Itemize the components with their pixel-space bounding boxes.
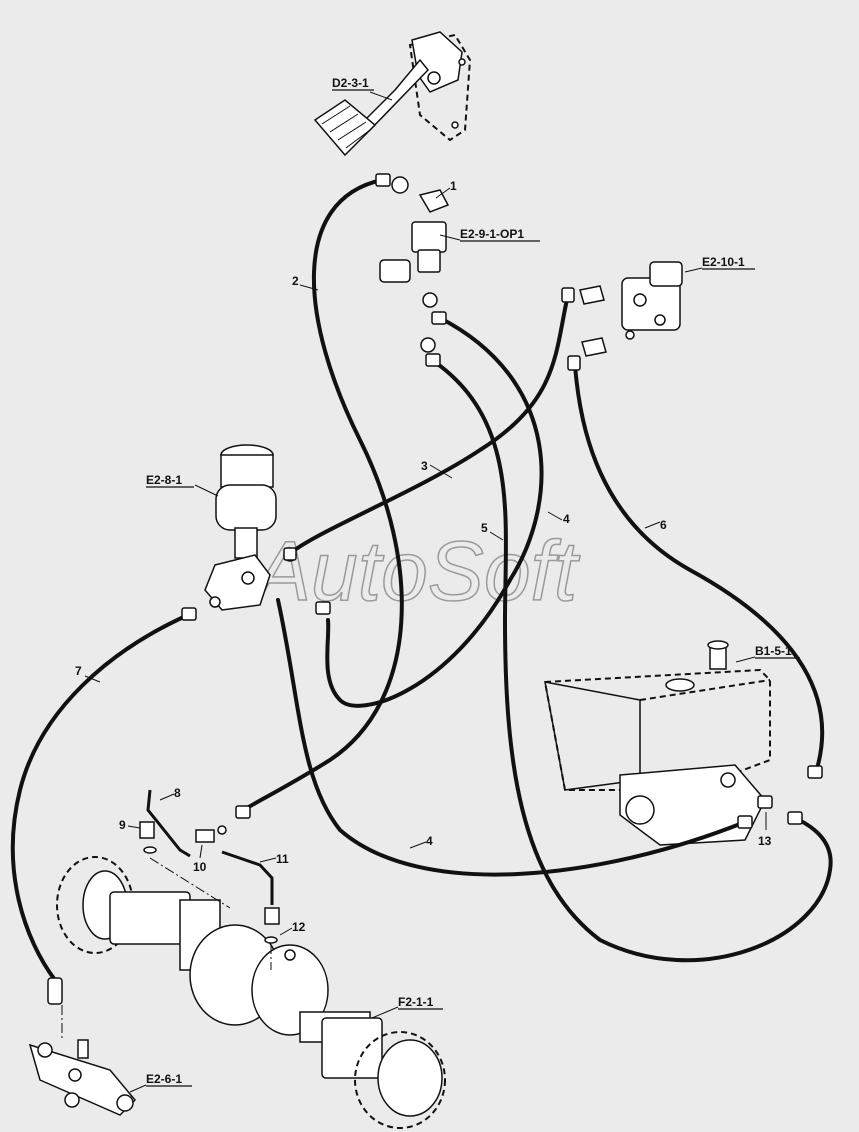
callout-9: 9 (119, 818, 126, 832)
hose-fittings (47, 173, 823, 1005)
label-pedal: D2-3-1 (332, 76, 369, 90)
callout-13: 13 (758, 834, 772, 848)
callout-6: 6 (660, 518, 667, 532)
label-manifold: E2-6-1 (146, 1072, 182, 1086)
callout-10: 10 (193, 860, 207, 874)
callout-2: 2 (292, 274, 299, 288)
brake-pedal-assembly (313, 31, 472, 157)
hydraulic-tank (543, 640, 771, 846)
label-valve-op1: E2-9-1-OP1 (460, 227, 524, 241)
callout-5: 5 (481, 521, 488, 535)
callout-7: 7 (75, 664, 82, 678)
manifold-block (28, 1039, 137, 1116)
callout-11: 11 (276, 852, 289, 866)
label-tank: B1-5-1 (755, 644, 792, 658)
callout-3: 3 (421, 459, 428, 473)
watermark-text: AutoSoft (250, 524, 581, 618)
label-reservoir-valve: E2-8-1 (146, 473, 182, 487)
callout-1: 1 (450, 179, 457, 193)
callout-4b: 4 (426, 834, 433, 848)
label-axle: F2-1-1 (398, 995, 434, 1009)
callout-4a: 4 (563, 512, 570, 526)
drive-axle-assembly (56, 856, 446, 1129)
label-pump: E2-10-1 (702, 255, 745, 269)
fittings-group (139, 789, 280, 944)
pump-assembly (579, 261, 683, 357)
callout-12: 12 (292, 920, 306, 934)
callout-numbers: 1 2 3 4 4 5 6 7 8 9 10 11 12 13 (75, 179, 772, 936)
brake-valve-op1 (379, 176, 450, 353)
callout-8: 8 (174, 786, 181, 800)
hoses (10, 178, 833, 982)
